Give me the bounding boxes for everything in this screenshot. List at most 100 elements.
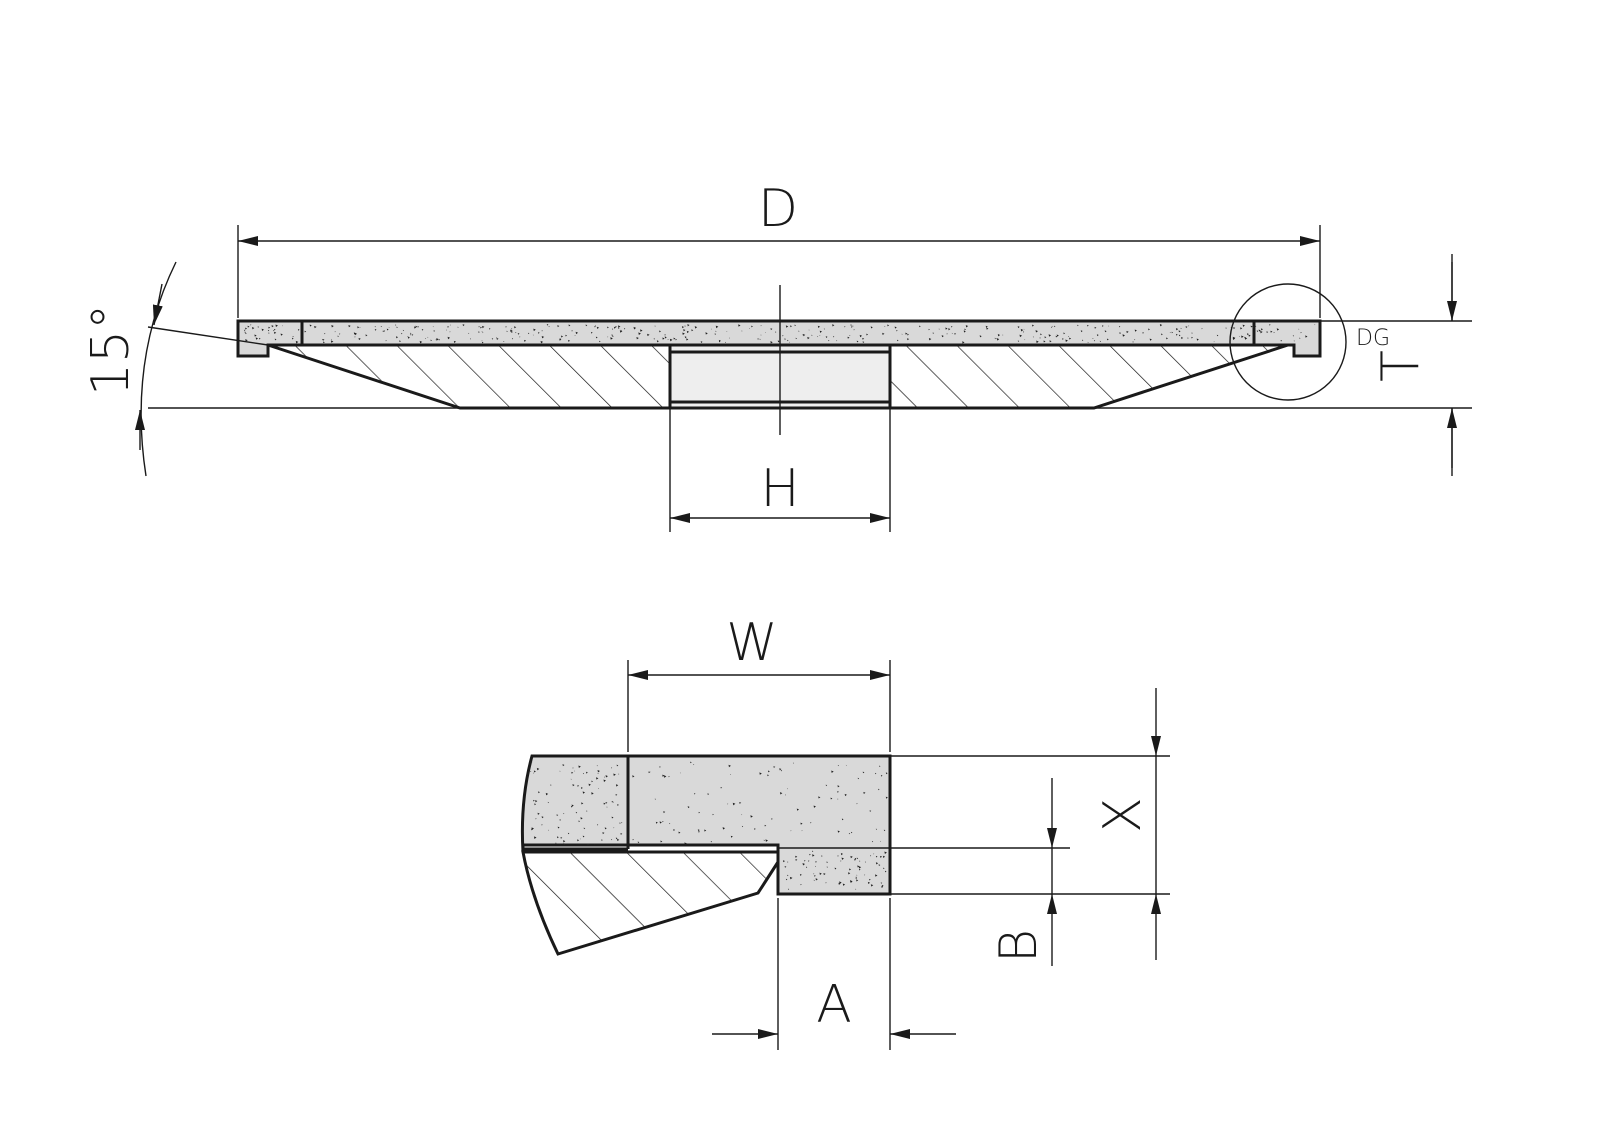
abrasive-grain (1266, 331, 1269, 333)
detail-circle (1229, 283, 1347, 401)
abrasive-grain (481, 331, 483, 332)
abrasive-grain (620, 832, 623, 835)
abrasive-grain (818, 796, 821, 799)
abrasive-grain (401, 332, 403, 335)
abrasive-grain (799, 873, 802, 876)
abrasive-grain (759, 772, 762, 775)
abrasive-grain (274, 338, 277, 341)
abrasive-grain (780, 769, 783, 772)
abrasive-grain (1254, 325, 1257, 328)
abrasive-grain (875, 855, 878, 858)
abrasive-grain (596, 765, 598, 767)
abrasive-grain (541, 824, 543, 826)
abrasive-grain (785, 878, 788, 881)
abrasive-grain (534, 803, 537, 806)
abrasive-grain (619, 330, 623, 333)
abrasive-grain (1036, 340, 1039, 344)
abrasive-grain (517, 332, 520, 335)
abrasive-grain (683, 329, 686, 332)
abrasive-grain (597, 769, 600, 773)
abrasive-grain (605, 801, 608, 804)
abrasive-grain (804, 860, 806, 862)
abrasive-grain (1269, 324, 1271, 326)
abrasive-grain (578, 765, 581, 768)
abrasive-grain (563, 843, 566, 846)
abrasive-grain (715, 325, 719, 329)
abrasive-grain (1178, 330, 1181, 333)
abrasive-grain (533, 772, 534, 774)
abrasive-grain (533, 836, 537, 839)
abrasive-grain (836, 340, 838, 342)
abrasive-grain (616, 764, 619, 767)
label-H: H (760, 459, 799, 519)
abrasive-grain (556, 836, 559, 839)
abrasive-grain (257, 326, 260, 328)
abrasive-grain (875, 828, 878, 830)
abrasive-grain (1055, 335, 1058, 338)
abrasive-grain (1056, 334, 1059, 337)
abrasive-grain (250, 324, 252, 326)
abrasive-grain (1108, 325, 1110, 327)
abrasive-grain (855, 888, 857, 890)
abrasive-grain (814, 865, 816, 867)
abrasive-grain (271, 325, 274, 328)
abrasive-grain (663, 775, 667, 778)
abrasive-grain (1002, 334, 1004, 336)
abrasive-grain (304, 330, 307, 333)
abrasive-grain (884, 870, 887, 873)
abrasive-grain (1132, 341, 1134, 343)
abrasive-grain (682, 332, 685, 335)
abrasive-grain (863, 791, 866, 794)
abrasive-grain (654, 325, 656, 327)
abrasive-grain (331, 338, 333, 340)
abrasive-grain (395, 324, 397, 326)
abrasive-grain (580, 787, 583, 790)
abrasive-grain (1191, 332, 1193, 334)
abrasive-grain (496, 337, 499, 340)
abrasive-grain (749, 328, 750, 329)
abrasive-grain (604, 776, 606, 778)
abrasive-grain (535, 818, 537, 820)
abrasive-grain (599, 340, 601, 343)
abrasive-grain (831, 770, 834, 773)
abrasive-grain (856, 879, 859, 882)
abrasive-grain (385, 340, 387, 342)
abrasive-grain (611, 816, 614, 819)
abrasive-grain (568, 339, 571, 342)
abrasive-grain (802, 334, 804, 336)
abrasive-grain (684, 336, 687, 339)
abrasive-grain (510, 329, 513, 333)
abrasive-grain (704, 829, 707, 832)
abrasive-grain (817, 325, 821, 328)
abrasive-grain (417, 326, 420, 328)
abrasive-grain (870, 326, 873, 329)
abrasive-grain (638, 332, 641, 335)
abrasive-grain (938, 328, 940, 330)
abrasive-grain (470, 338, 472, 340)
abrasive-grain (515, 332, 517, 334)
abrasive-grain (615, 794, 618, 796)
abrasive-grain (835, 868, 837, 870)
abrasive-grain (1050, 326, 1053, 328)
abrasive-grain (1232, 336, 1236, 340)
abrasive-grain (777, 340, 780, 343)
abrasive-grain (787, 861, 789, 863)
abrasive-grain (1191, 336, 1193, 339)
abrasive-grain (480, 326, 482, 329)
abrasive-grain (601, 839, 603, 841)
abrasive-grain (850, 855, 853, 859)
abrasive-grain (875, 772, 877, 775)
abrasive-grain (1175, 333, 1178, 336)
abrasive-grain (729, 337, 730, 339)
abrasive-grain (1241, 335, 1244, 339)
abrasive-grain (844, 793, 847, 797)
abrasive-grain (1106, 338, 1109, 341)
abrasive-grain (595, 336, 598, 339)
abrasive-grain (540, 340, 544, 344)
abrasive-grain (556, 814, 559, 817)
abrasive-grain (1048, 334, 1052, 337)
abrasive-grain (1178, 334, 1181, 337)
wheel-body-left (267, 343, 672, 410)
abrasive-grain (864, 861, 866, 863)
abrasive-grain (314, 325, 317, 329)
